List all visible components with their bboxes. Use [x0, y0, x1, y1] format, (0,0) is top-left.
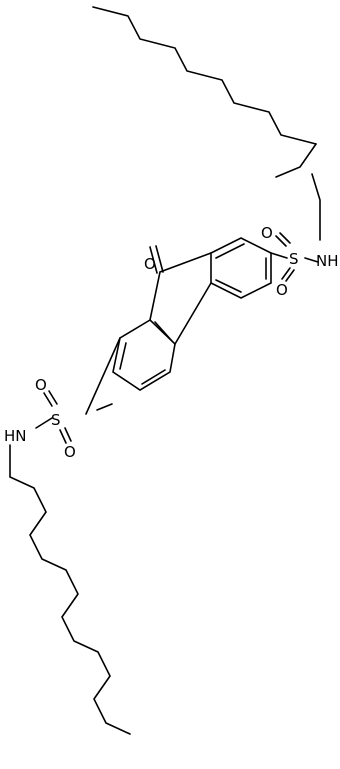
- atom-labels: O S O O NH S O O HN: [4, 224, 339, 461]
- lower-sulfonyl-oxygen-bottom-label: O: [64, 443, 76, 461]
- lower-alkyl-chain: [9, 444, 131, 735]
- lower-sulfonamide: [35, 390, 113, 444]
- ketone-oxygen-label: O: [144, 255, 156, 273]
- lower-sulfur-label: S: [51, 411, 61, 429]
- lower-amine-label: HN: [4, 427, 27, 445]
- fluorenone-core: [85, 237, 272, 415]
- lower-sulfonyl-oxygen-top-label: O: [35, 376, 47, 394]
- upper-sulfonyl-oxygen-top-label: O: [261, 224, 273, 242]
- upper-sulfur-label: S: [289, 250, 299, 268]
- upper-sulfonyl-oxygen-bottom-label: O: [276, 281, 288, 299]
- upper-amine-label: NH: [316, 252, 339, 270]
- upper-sulfonamide: [270, 173, 321, 282]
- upper-alkyl-chain: [92, 6, 317, 178]
